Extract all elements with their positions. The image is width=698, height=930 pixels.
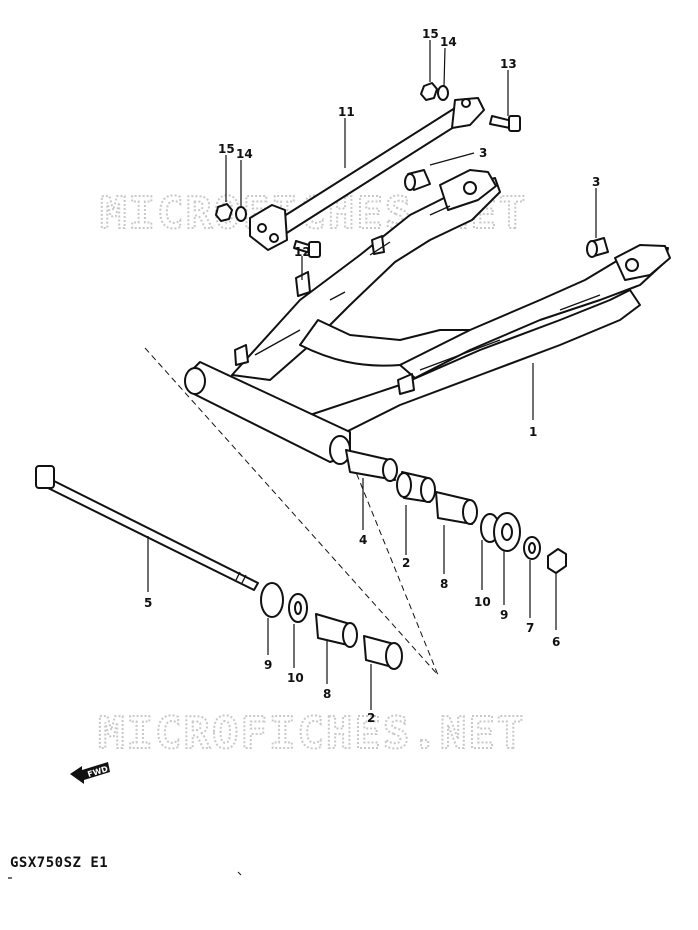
fwd-label: FWD — [86, 764, 109, 779]
callout-14-top: 14 — [440, 35, 457, 49]
washer-14-left — [235, 206, 247, 222]
washer-10-left — [288, 593, 308, 623]
callout-3-left: 3 — [479, 146, 487, 160]
bushing-2-right — [396, 471, 436, 503]
group-outline — [144, 347, 439, 676]
watermark-bottom: MICROFICHES.NET — [98, 708, 525, 759]
callout-4: 4 — [359, 533, 367, 547]
callout-8-left: 8 — [323, 687, 331, 701]
bushing-2-left — [363, 635, 403, 670]
callout-9-left: 9 — [264, 658, 272, 672]
callout-2-right: 2 — [402, 556, 410, 570]
washer-14-top — [437, 85, 449, 101]
callout-15-left: 15 — [218, 142, 235, 156]
bushing-3-right — [586, 237, 609, 258]
callout-12: 12 — [294, 245, 311, 259]
bolt-12 — [293, 240, 321, 258]
dust-seal-9-left — [260, 582, 284, 618]
callout-6: 6 — [552, 635, 560, 649]
spacer-8-left — [315, 613, 358, 648]
callout-labels: 15 14 13 11 3 15 14 3 12 1 4 2 8 10 9 7 … — [144, 27, 600, 725]
callout-2-left: 2 — [367, 711, 375, 725]
nut-15-top — [420, 82, 438, 101]
collar-4 — [345, 449, 398, 482]
callout-7: 7 — [526, 621, 534, 635]
nut-6 — [547, 548, 567, 574]
bolt-13 — [489, 115, 521, 132]
model-code: GSX750SZ E1 — [10, 855, 109, 871]
callout-14-left: 14 — [236, 147, 253, 161]
callout-10-left: 10 — [287, 671, 304, 685]
callout-1: 1 — [529, 425, 537, 439]
callout-3-right: 3 — [592, 175, 600, 189]
callout-9-right: 9 — [500, 608, 508, 622]
torque-link — [249, 97, 485, 251]
dust-seal-9-right — [493, 512, 521, 552]
callout-11: 11 — [338, 105, 355, 119]
callout-5: 5 — [144, 596, 152, 610]
swingarm-body — [184, 169, 671, 465]
leader-lines — [147, 40, 597, 710]
callout-15-top: 15 — [422, 27, 439, 41]
nut-15-left — [215, 203, 233, 222]
callout-10-right: 10 — [474, 595, 491, 609]
fwd-arrow-icon: FWD — [70, 762, 110, 784]
washer-7 — [523, 536, 541, 560]
callout-13: 13 — [500, 57, 517, 71]
callout-8-right: 8 — [440, 577, 448, 591]
bushing-3-left — [404, 169, 431, 191]
pivot-shaft-5 — [35, 465, 259, 591]
spacer-8-right — [435, 491, 478, 525]
